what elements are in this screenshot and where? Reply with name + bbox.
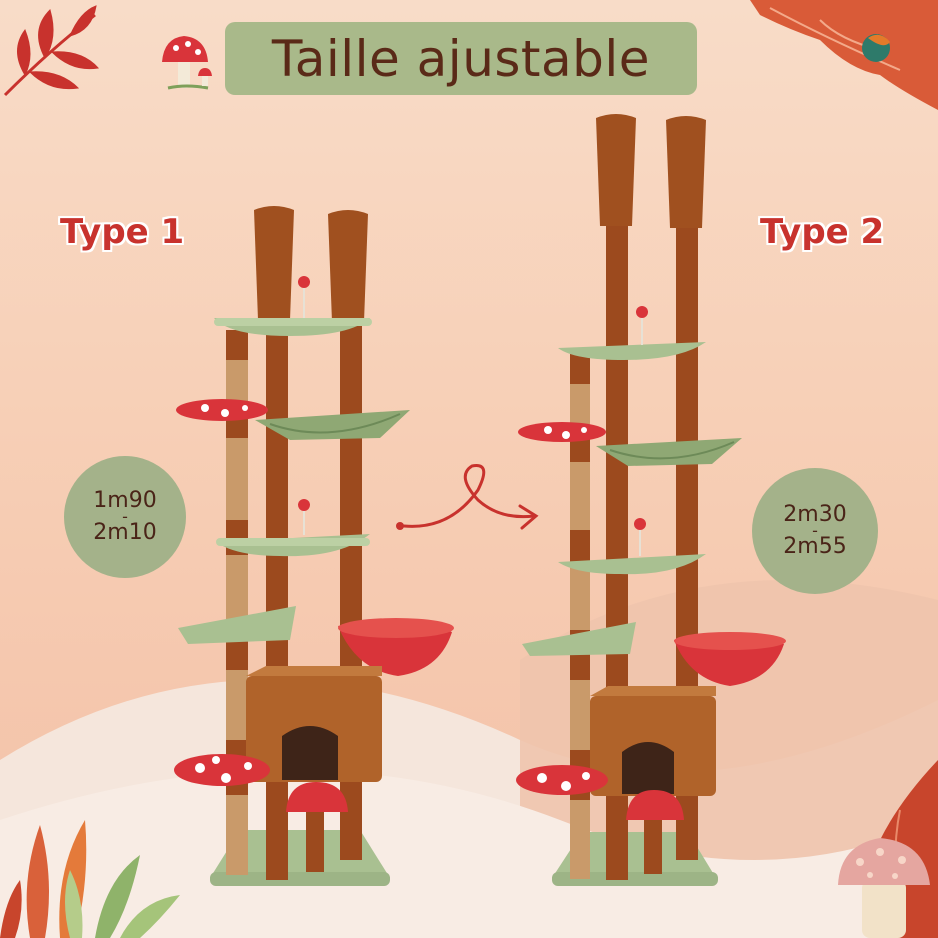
mushroom-icon bbox=[162, 36, 212, 90]
mushroom-decoration-icon bbox=[838, 838, 930, 938]
type-2-size-badge: 2m30 - 2m55 bbox=[752, 468, 878, 594]
type-2-size-min: 2m30 bbox=[783, 502, 847, 527]
cat-tree-type-2 bbox=[516, 114, 786, 886]
cat-tree-type-1 bbox=[174, 206, 454, 886]
leaf-branch-icon bbox=[3, 5, 99, 97]
type-1-size-min: 1m90 bbox=[93, 488, 157, 513]
page-title: Taille ajustable bbox=[271, 29, 651, 88]
type-2-size-max: 2m55 bbox=[783, 534, 847, 559]
grass-leaves-icon bbox=[0, 820, 180, 938]
curly-arrow-icon bbox=[396, 464, 539, 530]
type-1-label: Type 1 bbox=[60, 212, 185, 252]
autumn-leaf-icon bbox=[750, 0, 938, 110]
title-banner: Taille ajustable bbox=[225, 22, 697, 95]
type-2-label: Type 2 bbox=[760, 212, 885, 252]
type-2-size-separator: - bbox=[812, 521, 818, 540]
type-1-size-max: 2m10 bbox=[93, 520, 157, 545]
type-1-size-separator: - bbox=[122, 507, 128, 526]
type-1-size-badge: 1m90 - 2m10 bbox=[64, 456, 186, 578]
